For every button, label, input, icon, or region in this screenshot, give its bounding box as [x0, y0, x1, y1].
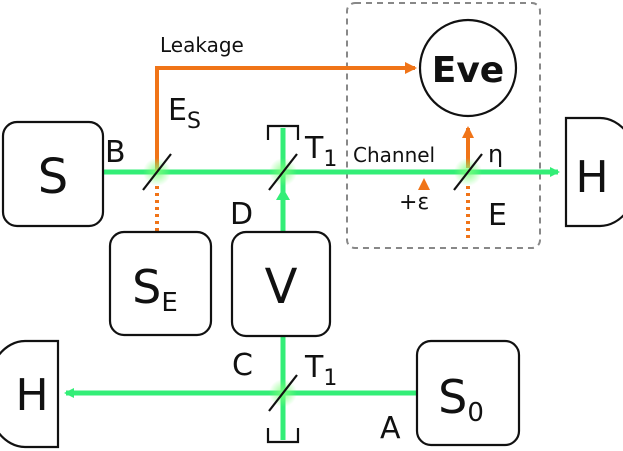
port-d-label: D	[230, 197, 253, 232]
detector-right-label: H	[575, 152, 608, 203]
source-s0-label: S0	[438, 370, 484, 428]
t1-bottom-label: T1	[304, 350, 337, 391]
eta-label: η	[488, 140, 503, 168]
detector-right	[564, 116, 623, 228]
t1-top-label: T1	[304, 131, 337, 172]
eve-region	[346, 2, 541, 249]
v-label: V	[265, 259, 298, 315]
v-box	[230, 230, 332, 338]
source-s-box	[1, 120, 105, 228]
source-s-label: S	[38, 149, 68, 205]
beam-splitter-channel	[453, 153, 483, 191]
eve-label: Eve	[432, 50, 504, 91]
leakage-label: Leakage	[160, 33, 244, 57]
noise-label: +ε	[399, 190, 429, 215]
port-e-label: E	[488, 198, 507, 233]
mirror-bracket-bottom	[266, 428, 300, 444]
port-c-label: C	[232, 348, 253, 383]
beam-splitter-t1-top	[268, 153, 298, 191]
es-label: ES	[168, 93, 201, 134]
detector-left	[0, 339, 60, 449]
beam-splitter-t1-bottom	[268, 374, 298, 412]
port-a-label: A	[380, 411, 401, 446]
port-b-label: B	[105, 135, 126, 170]
source-se-label: SE	[132, 260, 178, 318]
source-se-box	[108, 230, 213, 337]
detector-left-label: H	[15, 370, 48, 421]
eve-node	[418, 18, 518, 118]
source-s0-box	[415, 339, 521, 447]
leakage-path	[155, 62, 417, 172]
beam-arrowhead-up	[276, 188, 290, 200]
beam-splitter-b	[142, 153, 172, 191]
channel-label: Channel	[353, 143, 435, 167]
mirror-bracket-top	[266, 124, 300, 140]
